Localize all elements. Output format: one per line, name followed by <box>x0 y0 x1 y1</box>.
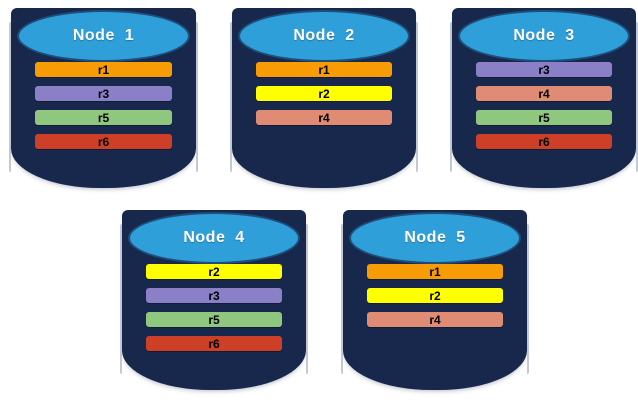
cylinder-edge-highlight-left <box>450 22 452 172</box>
replica-label: r2 <box>208 264 220 279</box>
replica-label: r4 <box>429 312 441 327</box>
replica-label: r1 <box>318 62 330 77</box>
replica-bar-r2[interactable]: r2 <box>255 86 393 101</box>
node-title: Node 3 <box>513 27 575 44</box>
replica-label: r2 <box>318 86 330 101</box>
replica-stack: r3 r4 r5 r6 <box>452 62 636 149</box>
replica-bar-r5[interactable]: r5 <box>145 312 283 327</box>
replica-bar-r6[interactable]: r6 <box>145 336 283 351</box>
replica-stack: r1 r2 r4 <box>343 264 527 327</box>
replica-bar-r4[interactable]: r4 <box>366 312 504 327</box>
cylinder-top-ellipse: Node 2 <box>238 10 410 62</box>
node-title: Node 1 <box>72 27 135 44</box>
replica-label: r3 <box>538 62 550 77</box>
replica-stack: r2 r3 r5 r6 <box>122 264 306 351</box>
cylinder-edge-highlight-right <box>196 22 198 172</box>
replica-bar-r3[interactable]: r3 <box>145 288 283 303</box>
cylinder-edge-highlight-left <box>230 22 232 172</box>
replica-bar-r1[interactable]: r1 <box>255 62 393 77</box>
replica-label: r5 <box>208 312 220 327</box>
replica-bar-r5[interactable]: r5 <box>35 110 172 125</box>
cylinder-edge-highlight-left <box>9 22 11 172</box>
node-1[interactable]: Node 1 r1 r3 r5 r6 <box>9 8 198 188</box>
replica-label: r4 <box>318 110 330 125</box>
replica-bar-r1[interactable]: r1 <box>35 62 172 77</box>
replica-bar-r6[interactable]: r6 <box>475 134 613 149</box>
cylinder-edge-highlight-right <box>527 224 529 374</box>
cylinder-edge-highlight-right <box>636 22 638 172</box>
cylinder-top-ellipse: Node 5 <box>349 212 521 264</box>
cylinder-top-ellipse: Node 4 <box>128 212 300 264</box>
node-title: Node 2 <box>293 27 355 44</box>
replica-label: r5 <box>97 110 110 125</box>
cylinder-top-ellipse: Node 3 <box>458 10 630 62</box>
replica-label: r3 <box>97 86 110 101</box>
replica-bar-r2[interactable]: r2 <box>145 264 283 279</box>
node-title: Node 4 <box>183 229 245 246</box>
replica-label: r2 <box>429 288 441 303</box>
node-4[interactable]: Node 4 r2 r3 r5 r6 <box>120 210 308 390</box>
cylinder-edge-highlight-left <box>120 224 122 374</box>
replica-label: r5 <box>538 110 550 125</box>
replica-label: r6 <box>208 336 220 351</box>
replica-label: r4 <box>538 86 550 101</box>
replica-bar-r6[interactable]: r6 <box>35 134 172 149</box>
replica-label: r3 <box>208 288 220 303</box>
replica-label: r6 <box>97 134 110 149</box>
replica-bar-r5[interactable]: r5 <box>475 110 613 125</box>
replica-stack: r1 r2 r4 <box>232 62 416 125</box>
node-5[interactable]: Node 5 r1 r2 r4 <box>341 210 529 390</box>
replica-bar-r3[interactable]: r3 <box>35 86 172 101</box>
node-3[interactable]: Node 3 r3 r4 r5 r6 <box>450 8 638 188</box>
cylinder-edge-highlight-left <box>341 224 343 374</box>
replica-label: r1 <box>429 264 441 279</box>
replica-bar-r2[interactable]: r2 <box>366 288 504 303</box>
replica-bar-r3[interactable]: r3 <box>475 62 613 77</box>
cylinder-edge-highlight-right <box>416 22 418 172</box>
cylinder-top-ellipse: Node 1 <box>17 10 190 62</box>
replica-label: r1 <box>97 62 110 77</box>
replica-bar-r4[interactable]: r4 <box>255 110 393 125</box>
cylinder-edge-highlight-right <box>306 224 308 374</box>
replica-label: r6 <box>538 134 550 149</box>
replica-bar-r1[interactable]: r1 <box>366 264 504 279</box>
replica-bar-r4[interactable]: r4 <box>475 86 613 101</box>
node-2[interactable]: Node 2 r1 r2 r4 <box>230 8 418 188</box>
node-title: Node 5 <box>404 229 466 246</box>
replica-stack: r1 r3 r5 r6 <box>11 62 196 149</box>
